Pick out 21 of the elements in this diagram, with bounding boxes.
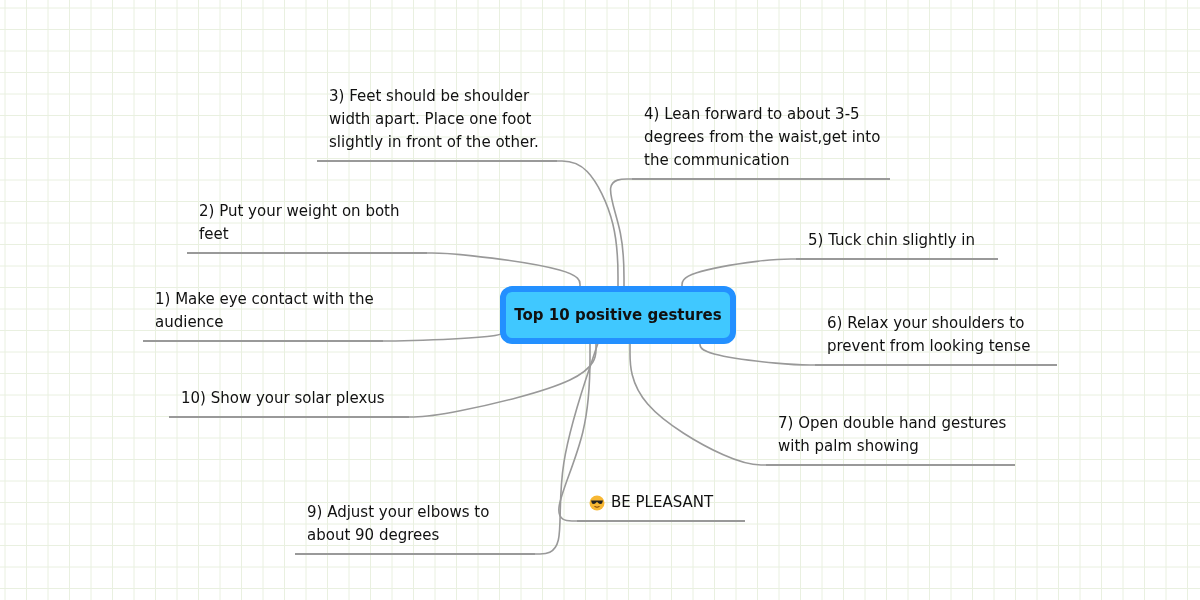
branch-line bbox=[699, 342, 816, 366]
branch-line bbox=[534, 342, 599, 555]
central-topic-box bbox=[500, 286, 736, 344]
topic-text: 2) Put your weight on both feet bbox=[199, 201, 401, 245]
topic-text: 4) Lean forward to about 3-5 degrees from the waist,get into the communication bbox=[644, 104, 882, 171]
branch-line bbox=[629, 342, 767, 466]
topic-text: 1) Make eye contact with the audience bbox=[155, 289, 375, 333]
topic-text: 7) Open double hand gestures with palm showing bbox=[778, 413, 1007, 457]
topic-text: 10) Show your solar plexus bbox=[181, 388, 385, 409]
central-topic-text: Top 10 positive gestures bbox=[514, 306, 722, 324]
topic-text: 5) Tuck chin slightly in bbox=[808, 230, 975, 251]
topic-text: 9) Adjust your elbows to about 90 degrees bbox=[307, 502, 491, 546]
branch-line bbox=[681, 258, 797, 288]
branch-line bbox=[408, 342, 597, 418]
branch-line bbox=[609, 178, 633, 288]
branch-line bbox=[558, 342, 591, 522]
topic-text: 3) Feet should be shoulder width apart. Place one foot slightly in front of the other. bbox=[329, 86, 540, 153]
topic-text: 6) Relax your shoulders to prevent from looking tense bbox=[827, 313, 1032, 357]
topic-text: BE PLEASANT bbox=[611, 492, 714, 513]
branch-line bbox=[556, 160, 619, 288]
branch-line bbox=[426, 252, 581, 288]
